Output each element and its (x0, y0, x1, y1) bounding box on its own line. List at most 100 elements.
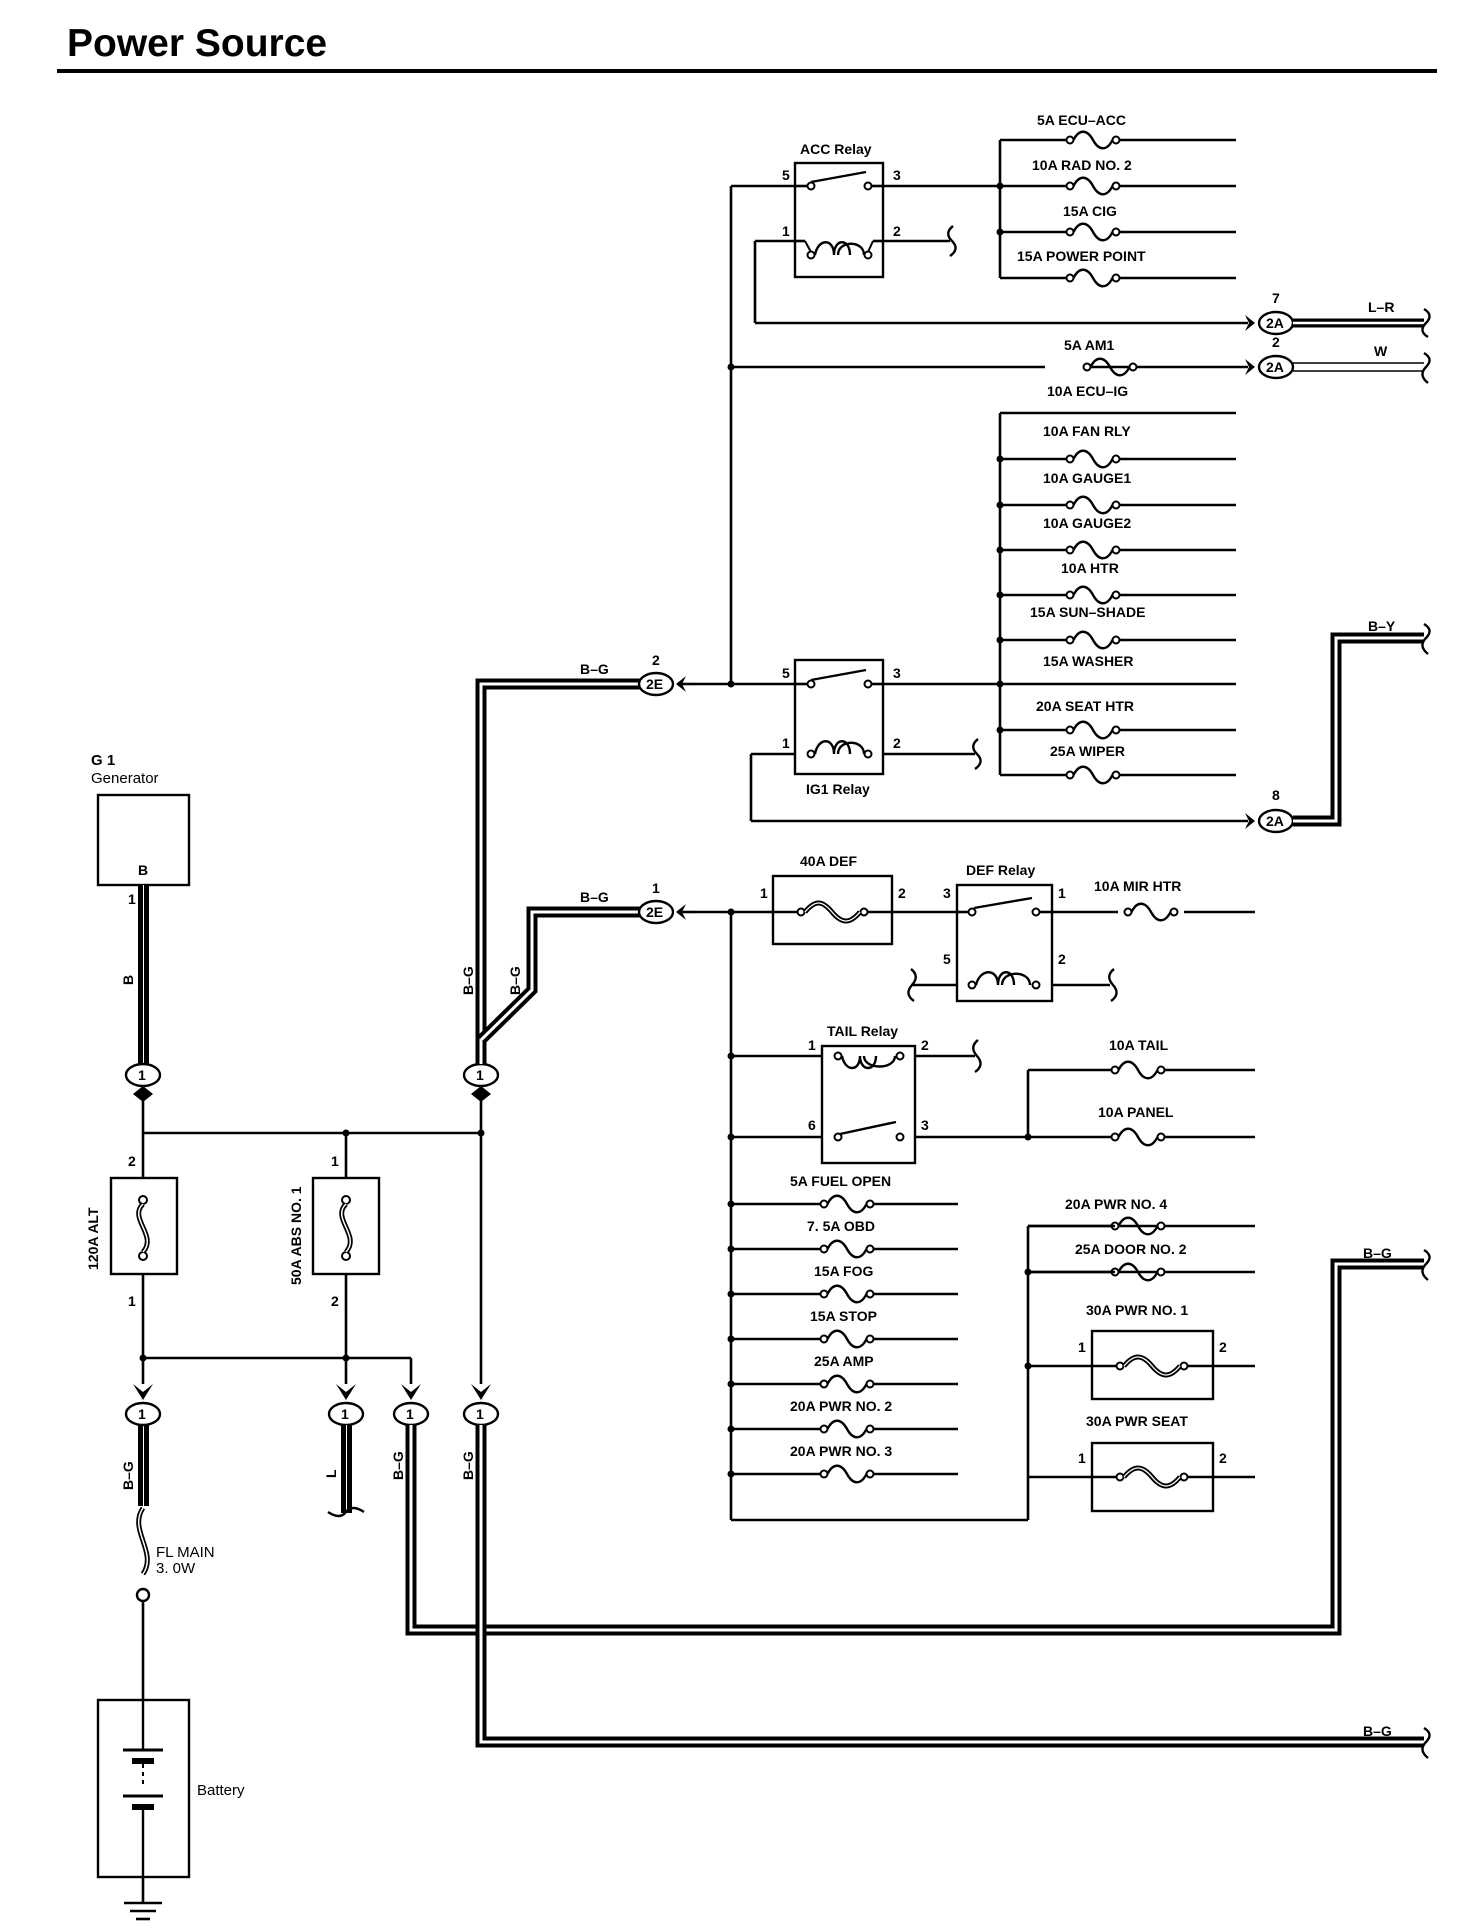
fuse-label: 20A PWR NO. 4 (1065, 1196, 1167, 1212)
svg-text:1: 1 (1078, 1339, 1086, 1355)
svg-text:1: 1 (782, 735, 790, 751)
svg-text:2: 2 (1219, 1450, 1227, 1466)
junction-dots (139, 363, 735, 1362)
fuse-label: 10A ECU–IG (1047, 383, 1128, 399)
svg-text:2: 2 (893, 735, 901, 751)
wire-color-bg-3: B–G (460, 1451, 476, 1480)
connector-2e-lower: 2E 1 (637, 880, 695, 925)
fuse-label: 5A FUEL OPEN (790, 1173, 891, 1189)
svg-text:2: 2 (1272, 334, 1280, 350)
acc-relay-label: ACC Relay (800, 141, 872, 157)
wiring (141, 140, 1255, 1903)
def-tail-labels: 10A MIR HTR 10A TAIL 10A PANEL (1094, 878, 1181, 1120)
connector-1-bg-right: 1 (462, 1384, 500, 1427)
svg-text:1: 1 (652, 880, 660, 896)
generator-code: G 1 (91, 752, 115, 769)
fl-main-line2: 3. 0W (156, 1560, 196, 1577)
svg-text:2: 2 (652, 652, 660, 668)
connector-1-l: 1 (327, 1384, 365, 1427)
fuse-40a-def: 40A DEF 1 2 (760, 853, 906, 946)
battery-label: Battery (197, 1782, 245, 1799)
left-fuse-labels: 5A FUEL OPEN 7. 5A OBD 15A FOG 15A STOP … (790, 1173, 892, 1459)
fuse-label: 10A FAN RLY (1043, 423, 1131, 439)
fuse-label: 25A AMP (814, 1353, 874, 1369)
ground-icon (124, 1901, 162, 1921)
fl-main: B–G FL MAIN 3. 0W (120, 1414, 215, 1603)
svg-text:2: 2 (331, 1293, 339, 1309)
generator-terminal: B (138, 862, 148, 878)
svg-text:2: 2 (921, 1037, 929, 1053)
pin-gen-1: 1 (128, 891, 136, 907)
battery: Battery (96, 1698, 245, 1879)
wire-color-bg-2: B–G (390, 1451, 406, 1480)
fuse-label: 20A PWR NO. 3 (790, 1443, 892, 1459)
svg-text:7: 7 (1272, 290, 1280, 306)
fuse-30a-pwr-seat: 1 2 (1078, 1441, 1227, 1513)
connector-2a-by: 2A 8 B–Y (1245, 618, 1431, 834)
svg-text:2: 2 (898, 885, 906, 901)
svg-text:1: 1 (128, 1293, 136, 1309)
def-relay: DEF Relay 3 1 5 2 (907, 862, 1179, 1003)
wire-color-l: L (323, 1469, 339, 1478)
fuse-label: 10A RAD NO. 2 (1032, 157, 1132, 173)
fuse-label: 15A STOP (810, 1308, 877, 1324)
svg-text:1: 1 (476, 1067, 484, 1083)
svg-text:1: 1 (331, 1153, 339, 1169)
def-fuse-label: 40A DEF (800, 853, 858, 869)
svg-text:1: 1 (782, 223, 790, 239)
svg-text:3: 3 (921, 1117, 929, 1133)
ig-fuse-rows (996, 411, 1236, 785)
fuse-label: 30A PWR NO. 1 (1086, 1302, 1188, 1318)
fuse-label: 25A WIPER (1050, 743, 1125, 759)
acc-relay: ACC Relay 5 3 1 2 (782, 141, 957, 279)
svg-text:3: 3 (893, 167, 901, 183)
connector-1-gen: 1 (124, 1062, 162, 1102)
fuse-label: 15A FOG (814, 1263, 873, 1279)
fuse-label: 20A PWR NO. 2 (790, 1398, 892, 1414)
wire-b: 1 B (120, 885, 149, 1065)
svg-text:2: 2 (1058, 951, 1066, 967)
def-relay-label: DEF Relay (966, 862, 1035, 878)
fuse-label: 10A MIR HTR (1094, 878, 1181, 894)
wire-color-b: B (120, 975, 136, 985)
fuse-label: 10A TAIL (1109, 1037, 1169, 1053)
ig1-relay-label: IG1 Relay (806, 781, 870, 797)
svg-text:2A: 2A (1266, 315, 1284, 331)
svg-text:1: 1 (341, 1406, 349, 1422)
connector-1-fl: 1 (124, 1384, 162, 1427)
wire-color-bg-7: B–G (580, 889, 609, 905)
right-fuse-labels: 20A PWR NO. 4 25A DOOR NO. 2 30A PWR NO.… (1065, 1196, 1188, 1429)
fuse-label: 10A GAUGE2 (1043, 515, 1131, 531)
svg-text:2E: 2E (646, 676, 663, 692)
svg-text:2A: 2A (1266, 813, 1284, 829)
ig-fuse-labels: 10A ECU–IG 10A FAN RLY 10A GAUGE1 10A GA… (1030, 383, 1145, 759)
tail-relay-label: TAIL Relay (827, 1023, 898, 1039)
fuse-label: 5A AM1 (1064, 337, 1115, 353)
svg-text:8: 8 (1272, 787, 1280, 803)
wire-color-bg-9: B–G (507, 966, 523, 995)
fuse-label: 25A DOOR NO. 2 (1075, 1241, 1187, 1257)
wire-color-bg-4: B–G (1363, 1245, 1392, 1261)
svg-text:1: 1 (406, 1406, 414, 1422)
svg-text:5: 5 (943, 951, 951, 967)
fuse-120a-alt: 120A ALT 2 1 (85, 1153, 179, 1309)
svg-text:2: 2 (1219, 1339, 1227, 1355)
svg-text:2: 2 (128, 1153, 136, 1169)
wire-color-by: B–Y (1368, 618, 1396, 634)
fuse-label: 7. 5A OBD (807, 1218, 875, 1234)
connector-1-bg-mid: 1 (392, 1384, 430, 1427)
fuse-label: 15A POWER POINT (1017, 248, 1146, 264)
wire-color-w: W (1374, 343, 1388, 359)
acc-fuse-rows (996, 130, 1236, 377)
svg-text:1: 1 (1058, 885, 1066, 901)
fl-main-line1: FL MAIN (156, 1544, 215, 1561)
fuse-label: 15A CIG (1063, 203, 1117, 219)
svg-text:1: 1 (808, 1037, 816, 1053)
left-fuse-rows (727, 1052, 1166, 1484)
wire-color-bg-6: B–G (580, 661, 609, 677)
wire-color-lr: L–R (1368, 299, 1394, 315)
fuse-label: 15A WASHER (1043, 653, 1134, 669)
acc-fuse-labels: 5A ECU–ACC 10A RAD NO. 2 15A CIG 15A POW… (1017, 112, 1146, 353)
ig1-relay: IG1 Relay 5 3 1 2 (782, 658, 982, 797)
svg-text:1: 1 (138, 1406, 146, 1422)
